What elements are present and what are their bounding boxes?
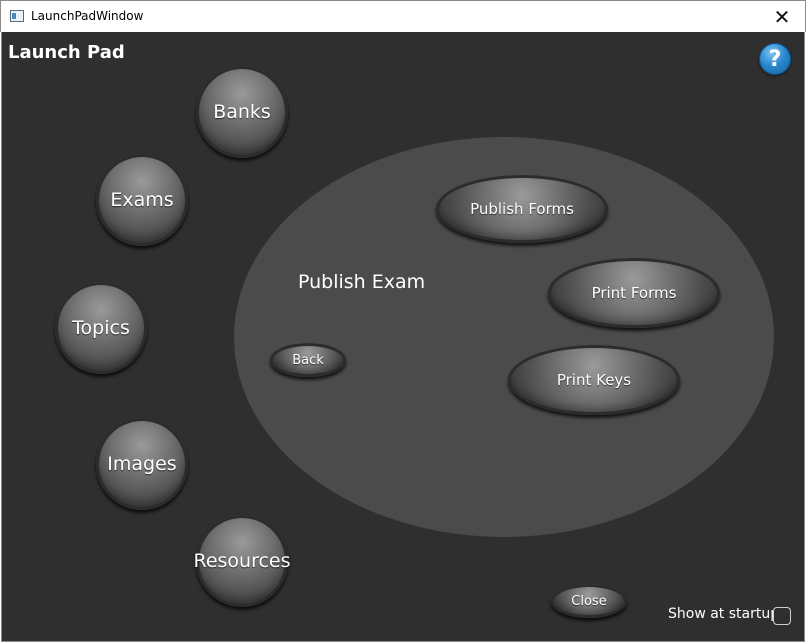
nav-resources-button[interactable]: Resources	[193, 515, 291, 607]
print-forms-button[interactable]: Print Forms	[548, 258, 720, 328]
show-at-startup-checkbox[interactable]	[773, 607, 791, 625]
nav-exams-button[interactable]: Exams	[96, 154, 188, 246]
app-window-icon	[10, 10, 24, 22]
page-title: Launch Pad	[8, 42, 125, 63]
print-keys-button[interactable]: Print Keys	[508, 345, 680, 415]
close-button[interactable]: Close	[551, 584, 627, 618]
nav-banks-button[interactable]: Banks	[196, 66, 288, 158]
help-icon[interactable]: ?	[759, 43, 791, 75]
panel-title: Publish Exam	[298, 271, 426, 293]
nav-images-button[interactable]: Images	[96, 418, 188, 510]
publish-forms-button[interactable]: Publish Forms	[436, 175, 608, 243]
nav-topics-button[interactable]: Topics	[55, 282, 147, 374]
window-close-button[interactable]: ✕	[773, 4, 791, 29]
launchpad-canvas: Launch Pad ? Banks Exams Topics Images R…	[1, 32, 805, 642]
window-titlebar: LaunchPadWindow ✕	[0, 0, 806, 32]
back-button[interactable]: Back	[270, 343, 346, 377]
show-at-startup-label: Show at startup	[668, 606, 780, 622]
window-title: LaunchPadWindow	[31, 9, 144, 23]
